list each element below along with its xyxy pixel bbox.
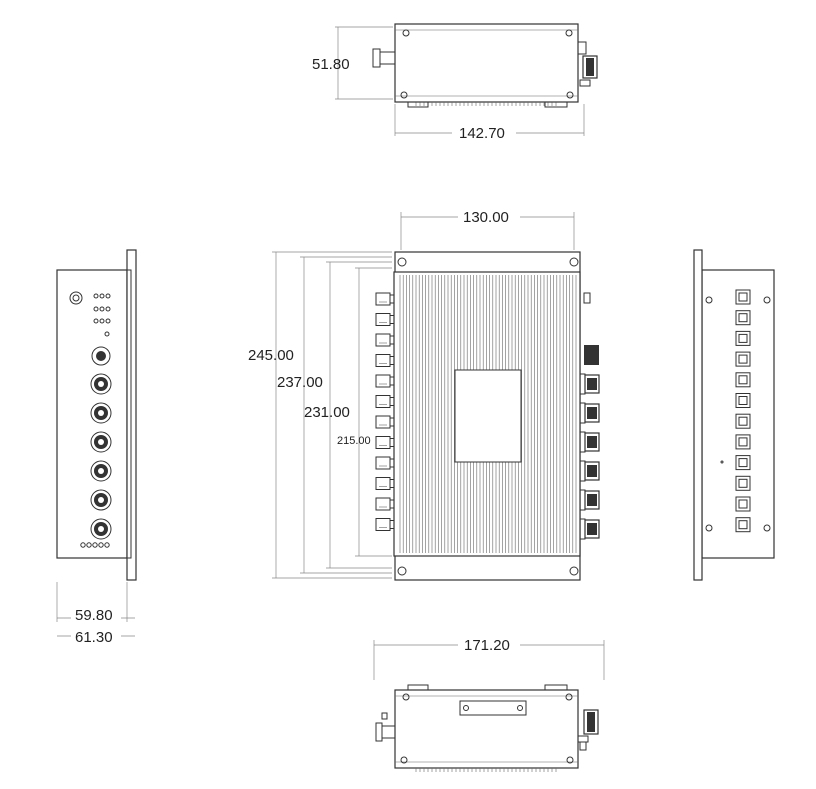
sfp-port bbox=[735, 434, 751, 450]
dimension-front-h4: 215.00 bbox=[337, 435, 371, 447]
led-indicator bbox=[93, 293, 99, 299]
m12-port bbox=[90, 460, 112, 482]
sfp-port bbox=[375, 456, 391, 470]
dimension-side-depth-1: 59.80 bbox=[75, 607, 113, 624]
sfp-port bbox=[375, 497, 391, 511]
m12-port bbox=[90, 373, 112, 395]
dimension-front-h2: 237.00 bbox=[277, 374, 323, 391]
sfp-port bbox=[735, 496, 751, 512]
sfp-port bbox=[375, 292, 391, 306]
left-side-view: 59.80 61.30 bbox=[56, 249, 137, 646]
led-indicator bbox=[93, 318, 99, 324]
sfp-port bbox=[735, 372, 751, 388]
dimension-top-width: 142.70 bbox=[459, 125, 505, 142]
sfp-port bbox=[375, 333, 391, 347]
sfp-port bbox=[735, 455, 751, 471]
m12-port bbox=[90, 489, 112, 511]
dimension-top-height: 51.80 bbox=[312, 56, 350, 73]
led-indicator bbox=[99, 293, 105, 299]
sfp-port bbox=[375, 354, 391, 367]
sfp-port bbox=[375, 477, 391, 490]
sfp-port bbox=[735, 310, 751, 326]
sfp-port bbox=[375, 518, 391, 531]
sfp-port bbox=[735, 289, 751, 305]
dimension-side-depth-2: 61.30 bbox=[75, 629, 113, 646]
dimension-front-h3: 231.00 bbox=[304, 404, 350, 421]
sfp-port bbox=[735, 351, 751, 367]
led-indicator bbox=[93, 306, 99, 312]
m12-port bbox=[90, 431, 112, 453]
sfp-port bbox=[375, 374, 391, 388]
right-side-view bbox=[693, 249, 775, 581]
sfp-port bbox=[375, 415, 391, 429]
bottom-view: 171.20 bbox=[373, 636, 605, 772]
sfp-port bbox=[735, 393, 751, 408]
m12-port bbox=[90, 402, 112, 424]
led-indicator bbox=[105, 306, 111, 312]
led-indicator bbox=[99, 306, 105, 312]
led-indicator bbox=[99, 318, 105, 324]
sfp-port bbox=[735, 475, 751, 491]
top-view: 51.80 142.70 bbox=[312, 23, 598, 142]
m12-port bbox=[90, 518, 112, 540]
dimension-bottom-width: 171.20 bbox=[464, 637, 510, 654]
front-view: 130.00 245.00 237.00 231.00 215.00 bbox=[248, 208, 600, 581]
sfp-port bbox=[375, 313, 391, 326]
dimension-front-h1: 245.00 bbox=[248, 347, 294, 364]
led-indicator bbox=[105, 293, 111, 299]
led-indicator bbox=[105, 318, 111, 324]
sfp-port bbox=[735, 517, 751, 533]
sfp-port bbox=[735, 413, 751, 429]
sfp-port bbox=[735, 330, 751, 346]
dimension-front-width: 130.00 bbox=[463, 209, 509, 226]
sfp-port bbox=[375, 395, 391, 408]
sfp-port bbox=[375, 436, 391, 449]
